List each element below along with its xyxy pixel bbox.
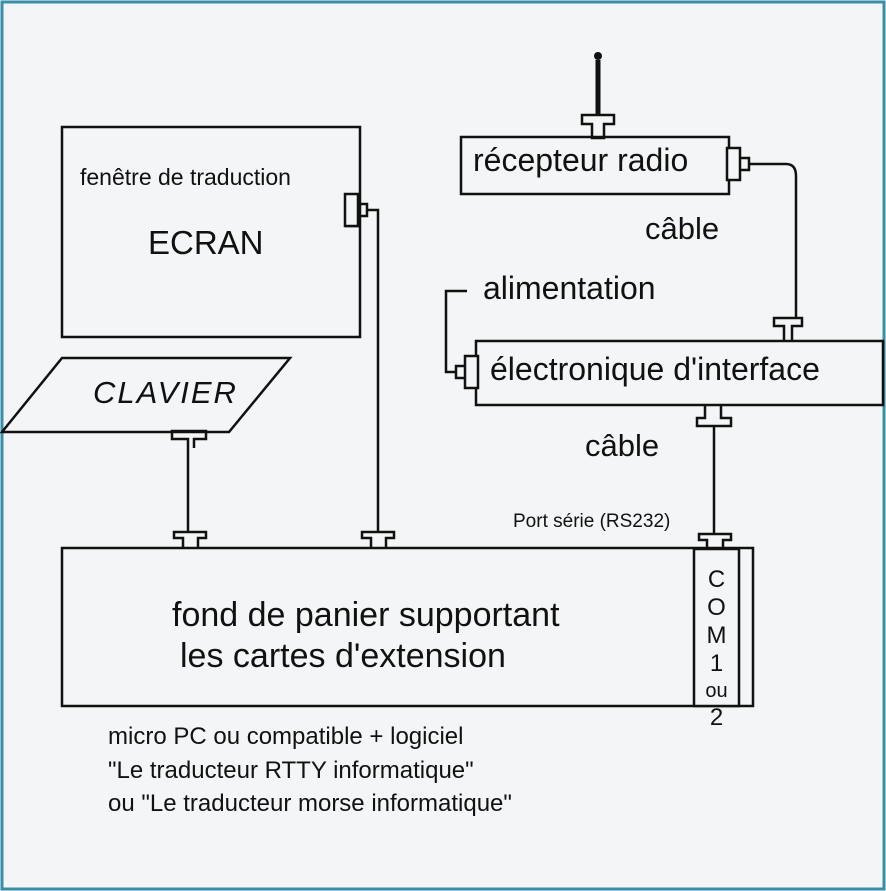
com-char: ou	[705, 680, 728, 702]
serial-port-label: Port série (RS232)	[513, 511, 671, 532]
receiver-label: récepteur radio	[473, 142, 689, 178]
screen-label: ECRAN	[148, 224, 264, 261]
backplane-box	[60, 546, 755, 708]
com-char: M	[706, 622, 727, 649]
power-wire	[444, 289, 467, 374]
com-char: 2	[709, 704, 724, 731]
screen-box	[60, 125, 362, 339]
receiver-interface-cable	[749, 162, 798, 318]
interface-top-connector	[772, 316, 804, 340]
keyboard-label: CLAVIER	[93, 375, 238, 410]
keyboard-box	[0, 356, 293, 434]
power-label: alimentation	[483, 270, 656, 306]
receiver-connector	[725, 146, 751, 182]
cable-top-label: câble	[645, 211, 720, 246]
footer-line1: micro PC ou compatible + logiciel	[108, 723, 464, 750]
backplane-connector-keyboard	[172, 530, 208, 548]
com-card-text: C O M 1 ou 2	[694, 566, 739, 732]
screen-wire	[367, 208, 380, 532]
interface-label: électronique d'interface	[490, 351, 820, 387]
com-char: 1	[709, 650, 724, 677]
footer-line2: "Le traducteur RTTY informatique"	[108, 757, 474, 784]
interface-left-connector	[454, 354, 480, 390]
screen-caption: fenêtre de traduction	[80, 164, 291, 190]
backplane-line1: fond de panier supportant	[172, 596, 560, 634]
footer-line3: ou "Le traducteur morse informatique"	[108, 790, 512, 817]
com-char: C	[707, 566, 726, 593]
com-card	[692, 547, 741, 708]
backplane-line2: les cartes d'extension	[180, 637, 506, 675]
com-char: O	[707, 594, 726, 621]
keyboard-connector	[170, 429, 208, 448]
cable-bottom-label: câble	[585, 428, 660, 463]
